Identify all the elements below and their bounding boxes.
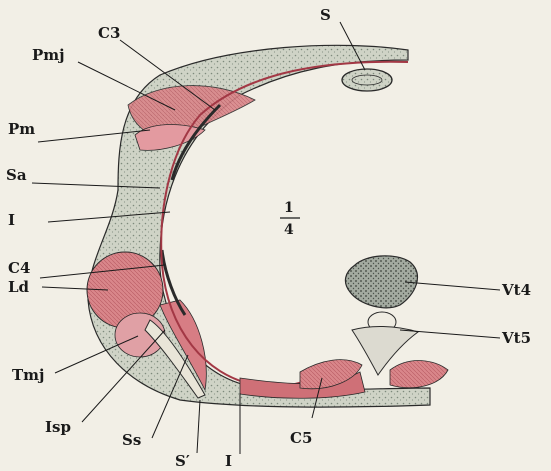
paraspinal-muscle-right xyxy=(390,361,448,388)
label-Ss: Ss xyxy=(122,431,141,449)
label-S-prime: S′ xyxy=(175,452,190,470)
scale-denominator: 4 xyxy=(284,222,294,238)
label-Sa: Sa xyxy=(6,166,27,184)
scale-numerator: 1 xyxy=(284,200,294,216)
label-Vt5: Vt5 xyxy=(501,329,531,347)
label-I-left: I xyxy=(8,211,15,229)
label-I-bottom: I xyxy=(225,452,232,470)
label-Tmj: Tmj xyxy=(12,366,44,384)
sternum xyxy=(342,69,392,91)
pectoralis-minor-muscle xyxy=(135,125,205,151)
label-Pm: Pm xyxy=(8,120,35,138)
label-S: S xyxy=(320,6,331,24)
label-Vt4: Vt4 xyxy=(501,281,531,299)
label-C5: C5 xyxy=(290,429,312,447)
leader-S-prime xyxy=(197,400,200,453)
label-C3: C3 xyxy=(98,24,120,42)
leader-Vt4 xyxy=(405,282,500,290)
label-C4: C4 xyxy=(8,259,30,277)
label-Ld: Ld xyxy=(8,278,30,296)
label-Isp: Isp xyxy=(45,418,71,436)
label-Pmj: Pmj xyxy=(32,46,65,64)
